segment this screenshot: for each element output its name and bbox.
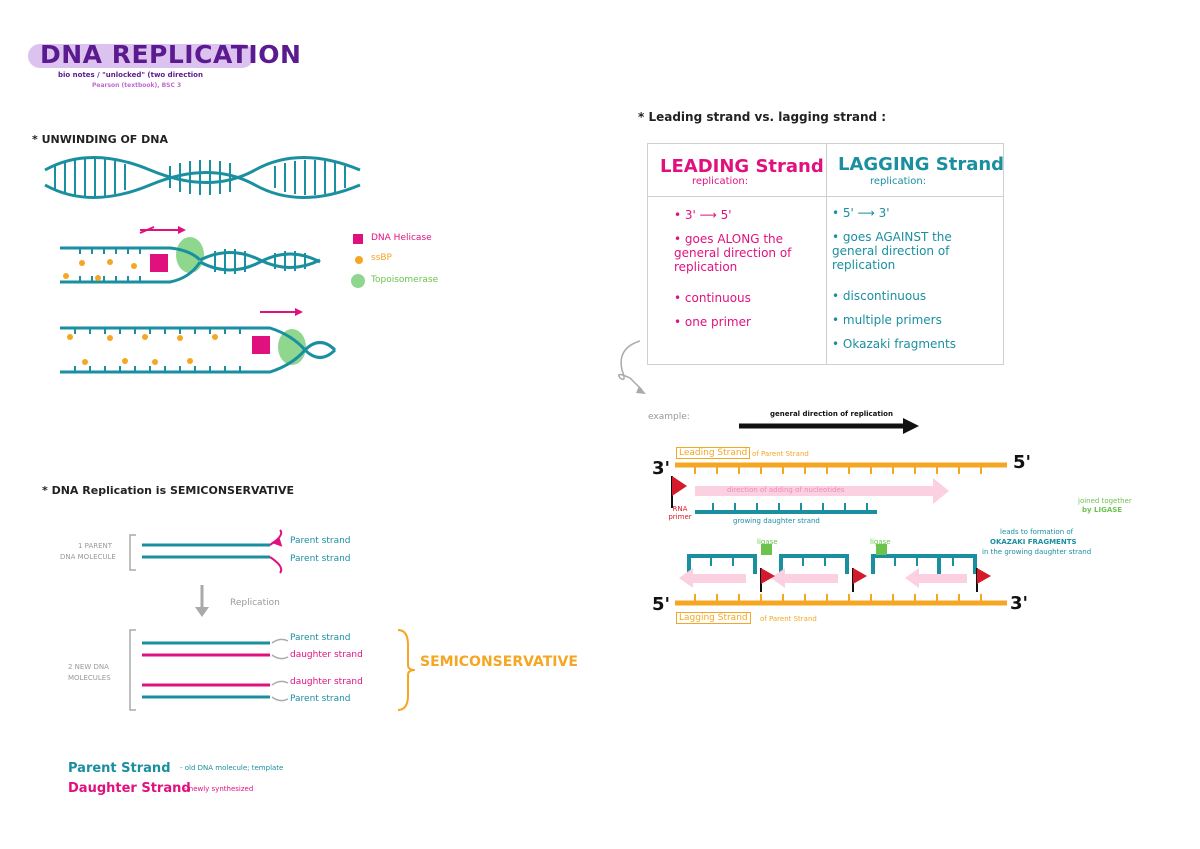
subtitle: bio notes / "unlocked" (two direction <box>58 71 203 79</box>
lagging-item-1: • 5' ⟶ 3' <box>832 206 890 220</box>
parent-molecule-label-2: DNA MOLECULE <box>60 553 116 561</box>
lagging-strand-suffix: of Parent Strand <box>760 615 817 623</box>
leading-title: LEADING Strand <box>660 156 824 177</box>
leading-item-4: • one primer <box>674 315 751 329</box>
key-parent-term: Parent Strand <box>68 761 171 776</box>
key-daughter-term: Daughter Strand <box>68 781 191 796</box>
top-strand-1: Parent strand <box>290 536 351 546</box>
semiconservative-bracket-label: SEMICONSERVATIVE <box>420 654 578 670</box>
leading-strand-box: Leading Strand <box>676 447 751 459</box>
page-title: DNA REPLICATION <box>40 40 302 69</box>
leading-item-3: • continuous <box>674 291 751 305</box>
topoisomerase-legend-swatch <box>351 274 365 288</box>
ssbp-legend-label: ssBP <box>371 253 392 263</box>
ligase-label-2: ligase <box>870 538 891 546</box>
unwinding-heading: * UNWINDING OF DNA <box>32 133 168 146</box>
comparison-heading: * Leading strand vs. lagging strand : <box>638 110 887 124</box>
synthesis-direction: direction of adding of nucleotides <box>727 486 845 494</box>
key-daughter-desc: - newly synthesized <box>184 785 254 793</box>
new-molecules-label-1: 2 NEW DNA <box>68 663 109 671</box>
leading-item-1: • 3' ⟶ 5' <box>674 208 732 222</box>
subtitle-source: Pearson (textbook), BSC 3 <box>92 82 182 89</box>
leading-item-2: • goes ALONG the general direction of re… <box>674 232 792 274</box>
helix-further-unwound <box>60 308 337 374</box>
lagging-end-right: 3' <box>1010 593 1029 614</box>
bottom-strand-3: daughter strand <box>290 677 363 687</box>
table-divider-h <box>648 196 1003 197</box>
lagging-title: LAGGING Strand <box>838 154 1005 175</box>
semiconservative-diagram <box>129 529 416 711</box>
lagging-item-2: • goes AGAINST the general direction of … <box>832 230 952 272</box>
growing-strand-label: growing daughter strand <box>733 517 820 525</box>
bottom-strand-4: Parent strand <box>290 694 351 704</box>
comparison-table: LEADING Strand replication: LAGGING Stra… <box>647 143 1004 365</box>
semiconservative-heading: * DNA Replication is SEMICONSERVATIVE <box>42 484 295 497</box>
key-parent-desc: - old DNA molecule; template <box>180 764 284 772</box>
rna-primer-label: RNA primer <box>668 505 692 521</box>
replication-arrow-label: Replication <box>230 598 280 608</box>
lagging-strand-box: Lagging Strand <box>676 612 751 624</box>
replication-fork-diagram <box>671 418 1007 606</box>
okazaki-label-3: in the growing daughter strand <box>982 548 1092 556</box>
direction-label: general direction of replication <box>770 410 893 418</box>
topoisomerase-legend-label: Topoisomerase <box>371 275 439 285</box>
lagging-end-left: 5' <box>652 594 671 615</box>
helicase-legend-swatch <box>353 234 363 244</box>
bottom-strand-1: Parent strand <box>290 633 351 643</box>
unwinding-diagram <box>44 156 361 374</box>
lagging-item-3: • discontinuous <box>832 289 927 303</box>
leading-end-right: 5' <box>1013 452 1032 473</box>
leading-end-left: 3' <box>652 458 671 479</box>
okazaki-label-2: OKAZAKI FRAGMENTS <box>990 538 1077 546</box>
bottom-strand-2: daughter strand <box>290 650 363 660</box>
example-label: example: <box>648 412 690 422</box>
ssbp-legend-swatch <box>355 256 363 264</box>
leading-subtitle: replication: <box>692 176 749 187</box>
leading-strand-suffix: of Parent Strand <box>752 450 809 458</box>
double-helix <box>44 156 361 199</box>
new-molecules-label-2: MOLECULES <box>68 674 111 682</box>
top-strand-2: Parent strand <box>290 554 351 564</box>
okazaki-label-1: leads to formation of <box>1000 528 1074 536</box>
helicase-legend-label: DNA Helicase <box>371 233 432 243</box>
parent-molecule-label-1: 1 PARENT <box>78 542 113 550</box>
lagging-item-5: • Okazaki fragments <box>832 337 956 351</box>
table-divider-v <box>826 144 827 364</box>
curly-arrow-icon <box>618 340 646 394</box>
joined-label-2: by LIGASE <box>1082 506 1123 514</box>
ligase-label-1: ligase <box>757 538 778 546</box>
lagging-subtitle: replication: <box>870 176 927 187</box>
title-highlight <box>28 44 254 68</box>
joined-label-1: joined together <box>1078 497 1132 505</box>
helix-with-helicase <box>60 226 321 284</box>
lagging-item-4: • multiple primers <box>832 313 942 327</box>
